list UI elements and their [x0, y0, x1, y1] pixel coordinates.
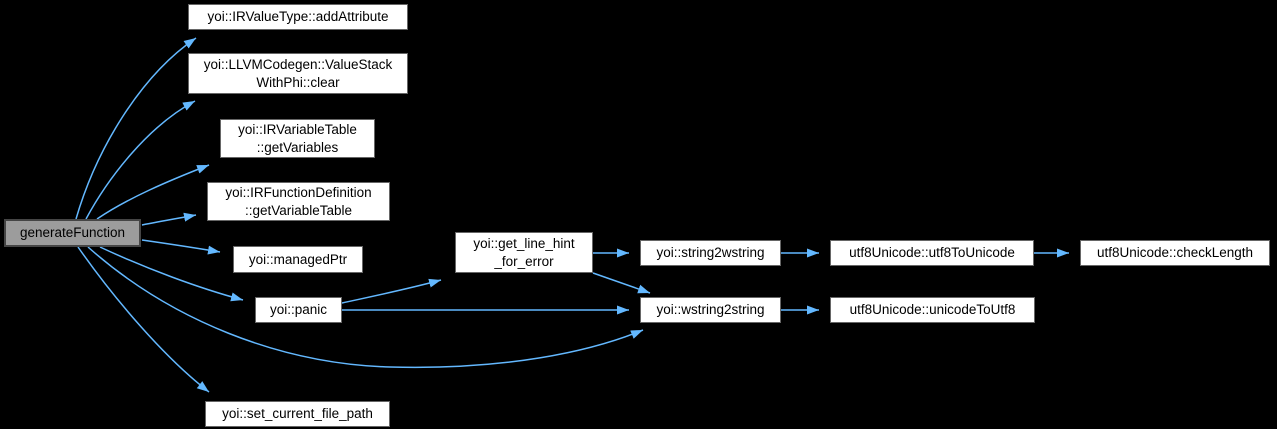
- edge-generatefunction-to-getvariables: [96, 164, 210, 220]
- edge-generatefunction-to-panic: [99, 246, 244, 302]
- edge-panic-to-getlinehint: [341, 278, 442, 304]
- edge-getlinehint-to-wstring2string: [592, 272, 651, 294]
- edge-generatefunction-to-valuestackclear: [85, 100, 196, 220]
- edge-generatefunction-to-wstring2string: [87, 246, 644, 369]
- node-get-variables[interactable]: yoi::IRVariableTable ::getVariables: [220, 119, 375, 158]
- edge-generatefunction-to-addattribute: [75, 37, 197, 220]
- edge-generatefunction-to-setcurrentfilepath: [77, 246, 210, 393]
- node-get-variable-table[interactable]: yoi::IRFunctionDefinition ::getVariableT…: [207, 182, 390, 221]
- node-string2wstring[interactable]: yoi::string2wstring: [640, 240, 781, 266]
- node-panic[interactable]: yoi::panic: [255, 297, 342, 323]
- node-check-length[interactable]: utf8Unicode::checkLength: [1080, 240, 1270, 266]
- edge-generatefunction-to-getvariabletable: [141, 212, 197, 226]
- edge-generatefunction-to-managedptr: [141, 239, 221, 255]
- node-generate-function: generateFunction: [4, 219, 141, 247]
- node-set-current-file-path[interactable]: yoi::set_current_file_path: [205, 401, 390, 427]
- node-managed-ptr[interactable]: yoi::managedPtr: [233, 246, 363, 273]
- node-get-line-hint-for-error[interactable]: yoi::get_line_hint _for_error: [455, 232, 593, 273]
- node-unicode-to-utf8[interactable]: utf8Unicode::unicodeToUtf8: [830, 297, 1035, 323]
- node-wstring2string[interactable]: yoi::wstring2string: [640, 297, 781, 323]
- node-valuestack-withphi-clear[interactable]: yoi::LLVMCodegen::ValueStack WithPhi::cl…: [188, 53, 408, 94]
- node-utf8-to-unicode[interactable]: utf8Unicode::utf8ToUnicode: [830, 240, 1034, 266]
- node-add-attribute[interactable]: yoi::IRValueType::addAttribute: [188, 4, 408, 30]
